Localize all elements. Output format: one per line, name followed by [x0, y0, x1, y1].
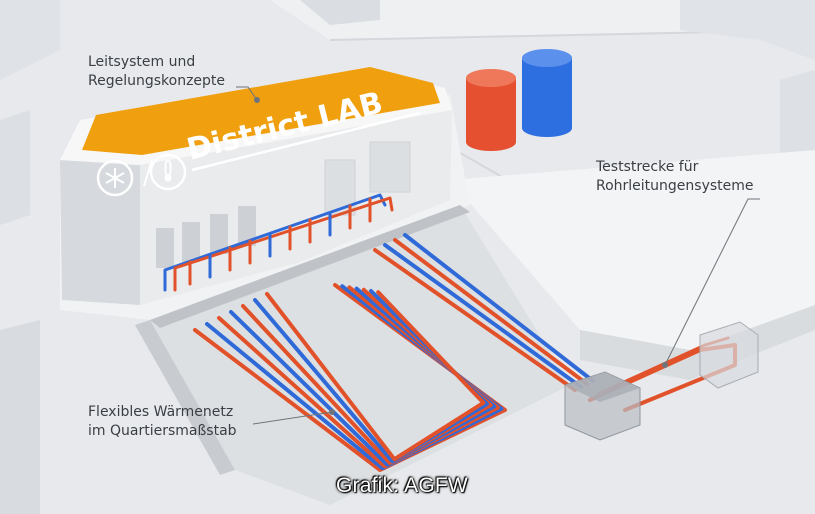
- background-building: [0, 320, 40, 514]
- label-line: Regelungskonzepte: [88, 73, 226, 89]
- control-cabinet: [238, 206, 256, 246]
- heat-network-pipes: [193, 233, 595, 472]
- background-building: [0, 110, 30, 225]
- label-line: Teststrecke für: [596, 159, 699, 175]
- feed-pipe: [383, 243, 583, 389]
- image-credit: Grafik: AGFW: [336, 474, 468, 497]
- control-cabinet: [156, 228, 174, 268]
- leader-lines: [236, 86, 760, 425]
- test-chamber: [564, 371, 641, 441]
- label-line: Rohrleitungensysteme: [596, 178, 754, 194]
- feed-pipe: [373, 248, 577, 392]
- building-door: [369, 141, 411, 193]
- right-platform: [450, 150, 815, 350]
- test-chamber-right: [699, 321, 759, 389]
- pipe-manifold: [163, 193, 394, 292]
- feed-pipe: [403, 233, 595, 383]
- background-building: [0, 0, 60, 80]
- street-area: [270, 0, 815, 40]
- district-lab-sign: [82, 67, 440, 155]
- trench-wall: [150, 205, 470, 328]
- network-pipe: [265, 290, 486, 462]
- red-storage-tank: [466, 69, 516, 151]
- right-platform-edge: [580, 305, 815, 380]
- icon-divider: [143, 159, 153, 187]
- snowflake-icon: [96, 159, 134, 197]
- sign-underline: [191, 111, 421, 172]
- feed-pipe: [393, 238, 589, 386]
- background-building: [780, 70, 815, 160]
- control-cabinet: [210, 214, 228, 254]
- trench-wall: [135, 320, 235, 475]
- label-line: Flexibles Wärmenetz: [88, 404, 234, 420]
- label-control-system: Leitsystem und Regelungskonzepte: [88, 53, 225, 91]
- blue-storage-tank: [522, 49, 572, 137]
- thermometer-icon: [149, 153, 187, 191]
- building-side: [60, 160, 140, 305]
- label-line: Leitsystem und: [88, 54, 196, 70]
- control-cabinet: [182, 222, 200, 262]
- background-building: [300, 0, 380, 25]
- label-test-section: Teststrecke für Rohrleitungensysteme: [596, 158, 754, 196]
- label-heat-network: Flexibles Wärmenetz im Quartiersmaßstab: [88, 403, 237, 441]
- manifold-pipe: [173, 196, 394, 292]
- label-line: im Quartiersmaßstab: [88, 423, 237, 439]
- background-building: [680, 0, 815, 60]
